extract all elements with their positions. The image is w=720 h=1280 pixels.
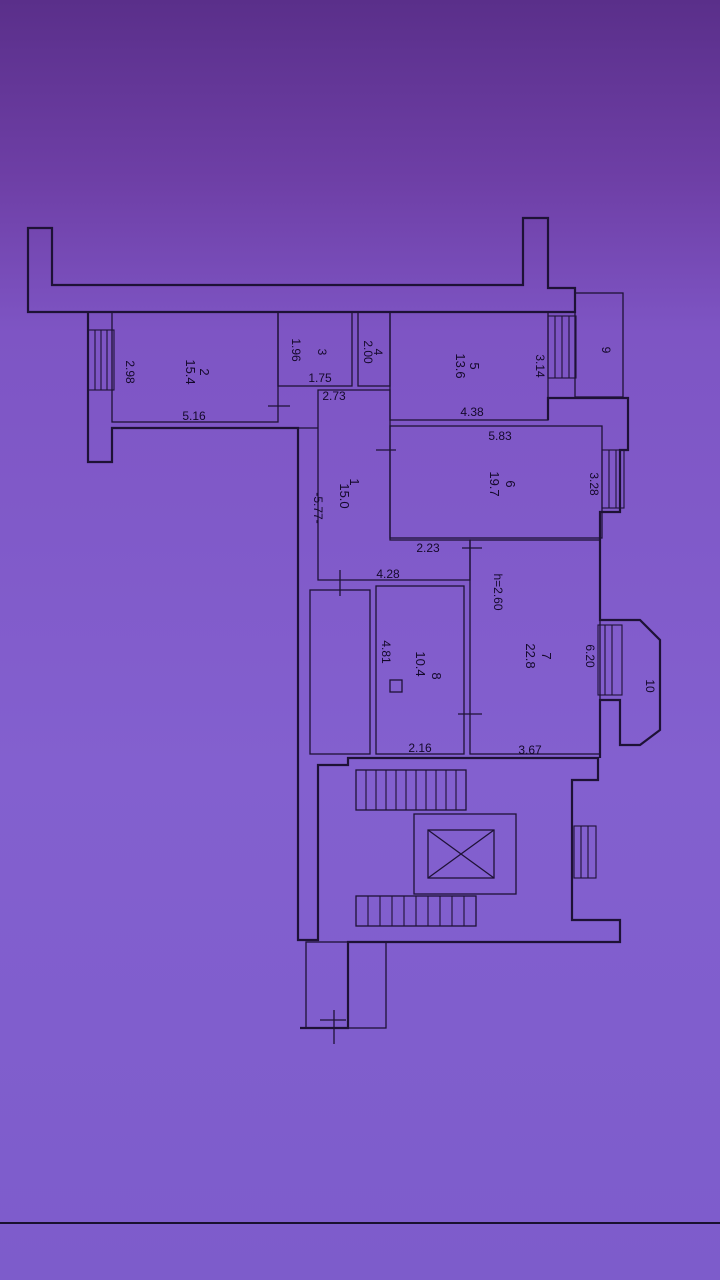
dim-4-28: 4.28	[376, 567, 400, 581]
room-2-dim-w: 5.16	[182, 409, 206, 423]
room-3	[277, 311, 353, 387]
vent-box	[389, 679, 403, 693]
room-2-label: 2	[197, 368, 212, 375]
room-4-dim-h: 2.00	[361, 340, 375, 364]
room-7-dim-h: 6.20	[583, 644, 597, 668]
paper-edge-line	[0, 1222, 720, 1224]
door-marks	[268, 405, 482, 1044]
room-6-dim-w: 5.83	[488, 429, 512, 443]
room-8-dim-w: 2.16	[408, 741, 432, 755]
storage-strip	[309, 589, 371, 755]
room-7	[469, 539, 601, 755]
room-6-area: 19.7	[487, 471, 502, 496]
vestibule	[305, 941, 387, 1029]
room-3-dim-w: 1.75	[308, 371, 332, 385]
room-1-area: 15.0	[337, 483, 352, 508]
room-8-dim-h: 4.81	[379, 640, 393, 664]
dim-2-23: 2.23	[416, 541, 440, 555]
room-6-dim-h: 3.28	[587, 472, 601, 496]
room-4-label: 4	[371, 349, 385, 356]
room-3-label: 3	[315, 349, 329, 356]
room-7-area: 22.8	[523, 643, 538, 668]
room-7-dim-w: 3.67	[518, 743, 542, 757]
stair-upper	[355, 769, 467, 811]
top-balcony-wall	[26, 216, 577, 314]
right-wall	[546, 396, 662, 758]
room-6-label: 6	[503, 480, 518, 487]
room-1-dim: -5.77-	[311, 492, 325, 523]
balcony-10-label: 10	[643, 679, 657, 693]
room-1-label: 1	[347, 478, 362, 485]
window-room-5	[547, 315, 577, 379]
room-5-dim-h: 3.14	[533, 354, 547, 378]
stair-lower	[355, 895, 477, 927]
outer-wall	[86, 312, 622, 1030]
room-5-label: 5	[467, 362, 482, 369]
window-room-7	[597, 624, 623, 696]
room-8-label: 8	[429, 672, 444, 679]
balcony-9-label: 9	[599, 347, 613, 354]
room-2-area: 15.4	[183, 359, 198, 384]
room-2-dim-h: 2.98	[123, 360, 137, 384]
room-8	[375, 585, 465, 755]
hall-room-1	[298, 389, 471, 581]
window-room-6	[601, 449, 625, 509]
room-8-area: 10.4	[413, 651, 428, 676]
dim-2-73: 2.73	[322, 389, 346, 403]
room-3-dim-h: 1.96	[289, 338, 303, 362]
window-room-2	[87, 329, 115, 391]
ceiling-height: h=2.60	[491, 573, 505, 610]
balcony-9	[574, 292, 624, 398]
room-5-area: 13.6	[453, 353, 468, 378]
window-stair	[573, 825, 597, 879]
room-7-label: 7	[539, 652, 554, 659]
elevator-shaft	[413, 813, 517, 895]
room-5-dim-w: 4.38	[460, 405, 484, 419]
